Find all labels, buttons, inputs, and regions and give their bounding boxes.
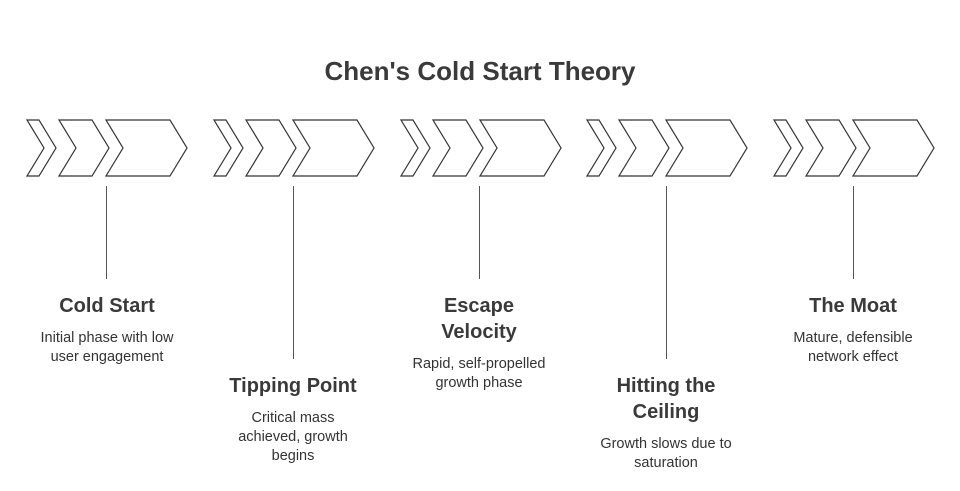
stage-description: Mature, defensible network effect: [793, 330, 913, 365]
stage-title: Tipping Point: [229, 375, 357, 397]
stage-tipping-point: Tipping Point Critical mass achieved, gr…: [208, 373, 378, 466]
stage-description: Rapid, self-propelled growth phase: [412, 356, 546, 391]
chevron-group-3: [399, 117, 562, 179]
chevron-group-1: [25, 117, 188, 179]
chevron-arrows-icon: [772, 119, 935, 177]
connector-line-4: [666, 186, 667, 359]
chevron-arrows-icon: [212, 119, 375, 177]
chevron-group-4: [585, 117, 748, 179]
connector-line-2: [293, 186, 294, 359]
chevron-group-2: [212, 117, 375, 179]
stage-title: Escape Velocity: [441, 295, 517, 343]
connector-line-1: [106, 186, 107, 279]
stage-description: Initial phase with low user engagement: [40, 330, 174, 365]
connector-line-3: [479, 186, 480, 279]
chevron-arrows-icon: [399, 119, 562, 177]
stage-description: Growth slows due to saturation: [600, 436, 732, 471]
stage-title: Hitting the Ceiling: [616, 375, 716, 423]
chevron-arrows-icon: [585, 119, 748, 177]
diagram-title: Chen's Cold Start Theory: [324, 56, 636, 86]
stage-hitting-the-ceiling: Hitting the Ceiling Growth slows due to …: [581, 373, 751, 473]
stage-escape-velocity: Escape Velocity Rapid, self-propelled gr…: [394, 293, 564, 393]
stage-cold-start: Cold Start Initial phase with low user e…: [22, 293, 192, 367]
stage-the-moat: The Moat Mature, defensible network effe…: [768, 293, 938, 367]
chevron-group-5: [772, 117, 935, 179]
stage-title: Cold Start: [59, 295, 155, 317]
stage-title: The Moat: [809, 295, 897, 317]
connector-line-5: [853, 186, 854, 279]
stage-description: Critical mass achieved, growth begins: [238, 410, 348, 464]
chevron-arrows-icon: [25, 119, 188, 177]
